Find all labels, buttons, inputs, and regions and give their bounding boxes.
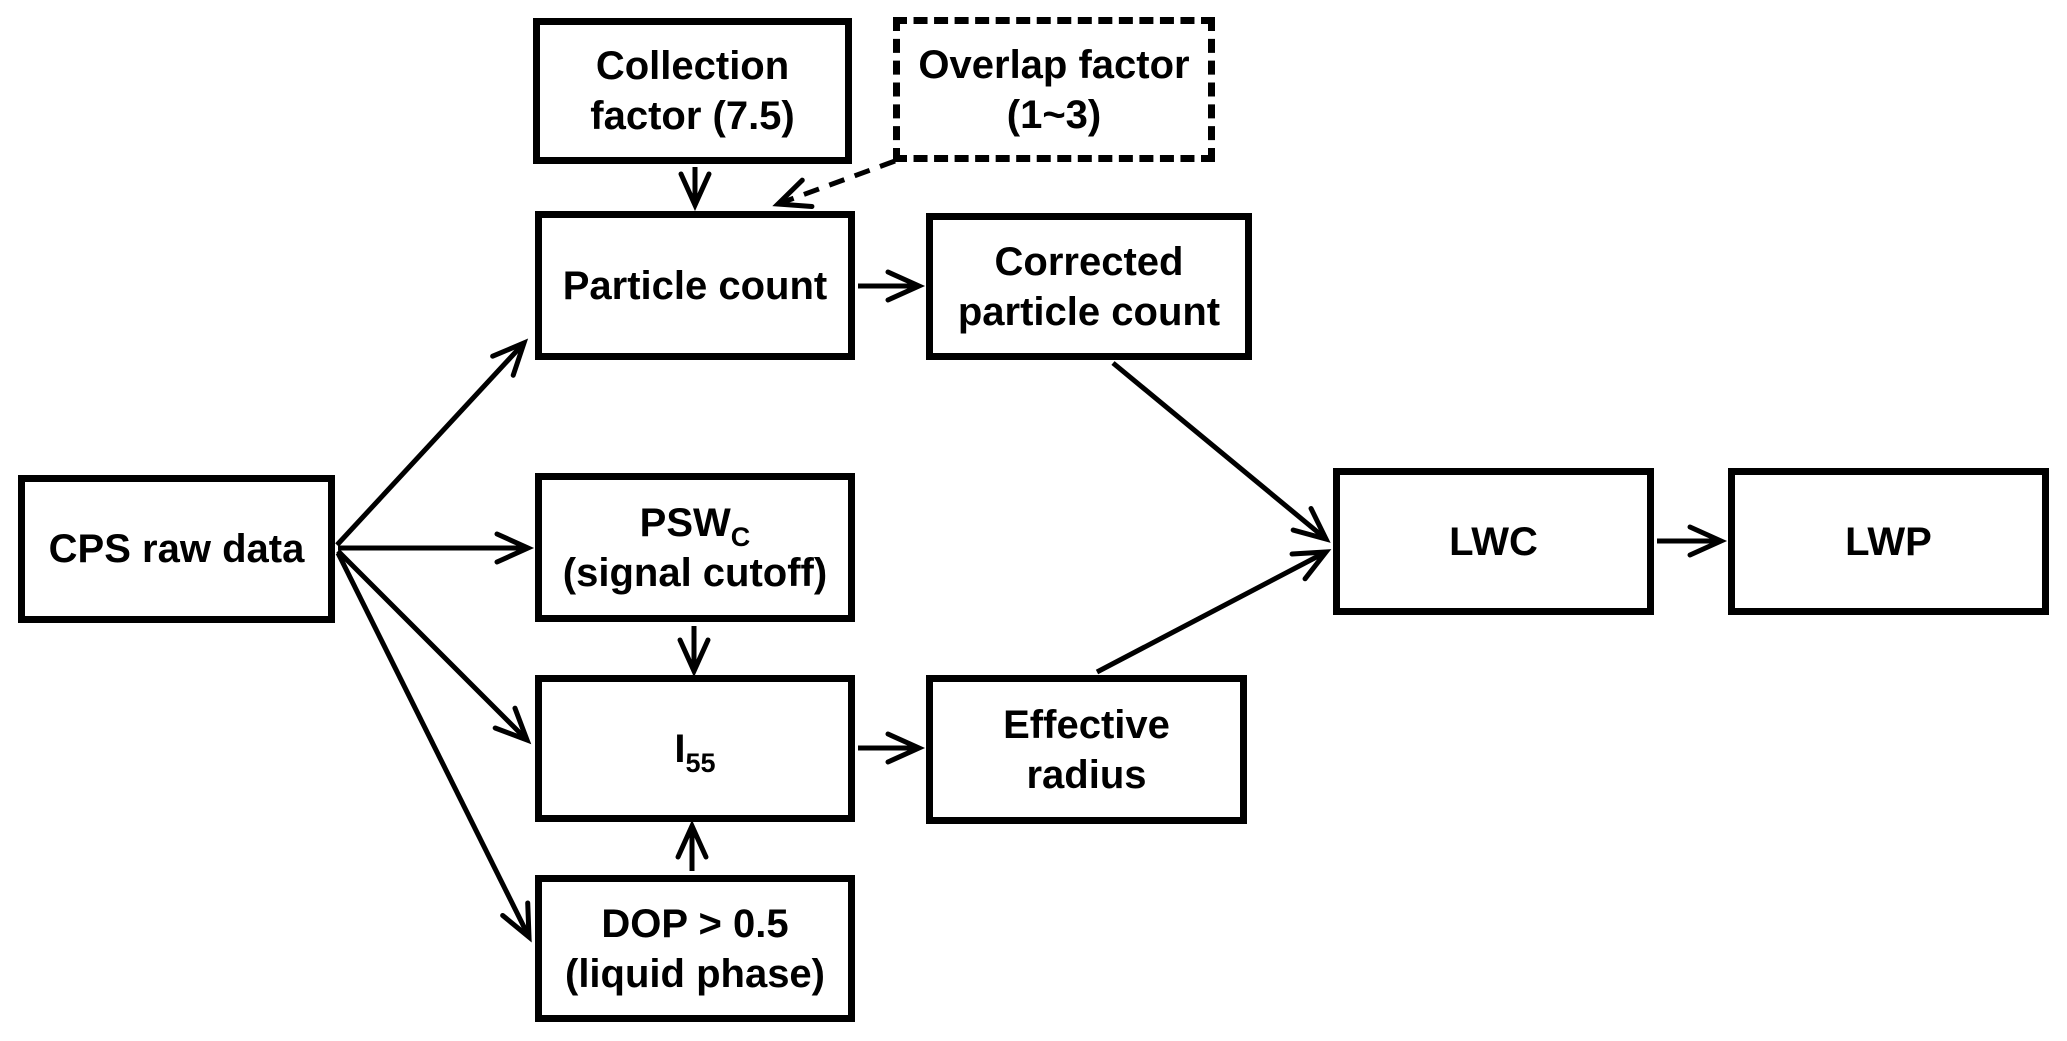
label-line: Corrected: [994, 239, 1184, 284]
node-corrected-particle-count-label: Corrected particle count: [958, 237, 1220, 337]
node-cps-raw-data: CPS raw data: [18, 475, 335, 623]
node-psw-signal-cutoff-label: PSWC (signal cutoff): [563, 498, 827, 598]
node-i55: I55: [535, 675, 855, 822]
node-cps-raw-data-label: CPS raw data: [49, 524, 305, 574]
node-dop-liquid-phase: DOP > 0.5 (liquid phase): [535, 875, 855, 1022]
node-corrected-particle-count: Corrected particle count: [926, 213, 1252, 360]
edge-arrow-cps-to-i55: [336, 549, 532, 745]
edge-arrow-effective-to-lwc: [1095, 549, 1332, 675]
node-effective-radius-label: Effective radius: [1003, 700, 1170, 800]
node-collection-factor: Collection factor (7.5): [533, 18, 852, 164]
i55-main-text: I: [674, 726, 686, 771]
label-line: (liquid phase): [565, 951, 825, 996]
node-overlap-factor: Overlap factor (1~3): [893, 17, 1215, 162]
label-line: Overlap factor: [918, 42, 1190, 87]
edge-arrow-cps-to-dop: [335, 551, 532, 943]
edge-arrow-cps-to-particle: [335, 338, 529, 547]
label-line: (signal cutoff): [562, 550, 828, 595]
node-dop-liquid-phase-label: DOP > 0.5 (liquid phase): [565, 899, 825, 999]
node-lwc: LWC: [1333, 468, 1654, 615]
edge-arrow-corrected-to-lwc: [1111, 361, 1331, 543]
i55-subscript: 55: [685, 747, 716, 778]
node-collection-factor-label: Collection factor (7.5): [590, 41, 795, 141]
label-line: (1~3): [1006, 92, 1102, 137]
label-line: LWP: [1845, 519, 1932, 564]
node-lwp-label: LWP: [1845, 517, 1932, 567]
label-line: CPS raw data: [48, 527, 305, 571]
node-particle-count: Particle count: [535, 211, 855, 360]
label-line: factor (7.5): [590, 94, 795, 138]
label-line: DOP > 0.5: [601, 901, 789, 946]
node-particle-count-label: Particle count: [563, 261, 828, 311]
edge-arrow-overlap-to-particle: [772, 158, 896, 209]
label-line: particle count: [957, 289, 1221, 334]
node-psw-signal-cutoff: PSWC (signal cutoff): [535, 473, 855, 622]
node-overlap-factor-label: Overlap factor (1~3): [918, 40, 1189, 140]
label-line: I55: [674, 724, 715, 777]
node-lwp: LWP: [1728, 468, 2049, 615]
label-line: Collection: [595, 44, 790, 88]
psw-subscript: C: [730, 521, 751, 552]
psw-main-text: PSW: [639, 500, 731, 545]
label-line: LWC: [1449, 519, 1538, 564]
label-line: Particle count: [562, 263, 828, 308]
label-line: radius: [1026, 752, 1147, 797]
node-lwc-label: LWC: [1449, 517, 1538, 567]
node-i55-label: I55: [674, 724, 715, 777]
node-effective-radius: Effective radius: [926, 675, 1247, 824]
label-line: Effective: [1003, 702, 1170, 747]
label-line: PSWC: [563, 498, 827, 551]
